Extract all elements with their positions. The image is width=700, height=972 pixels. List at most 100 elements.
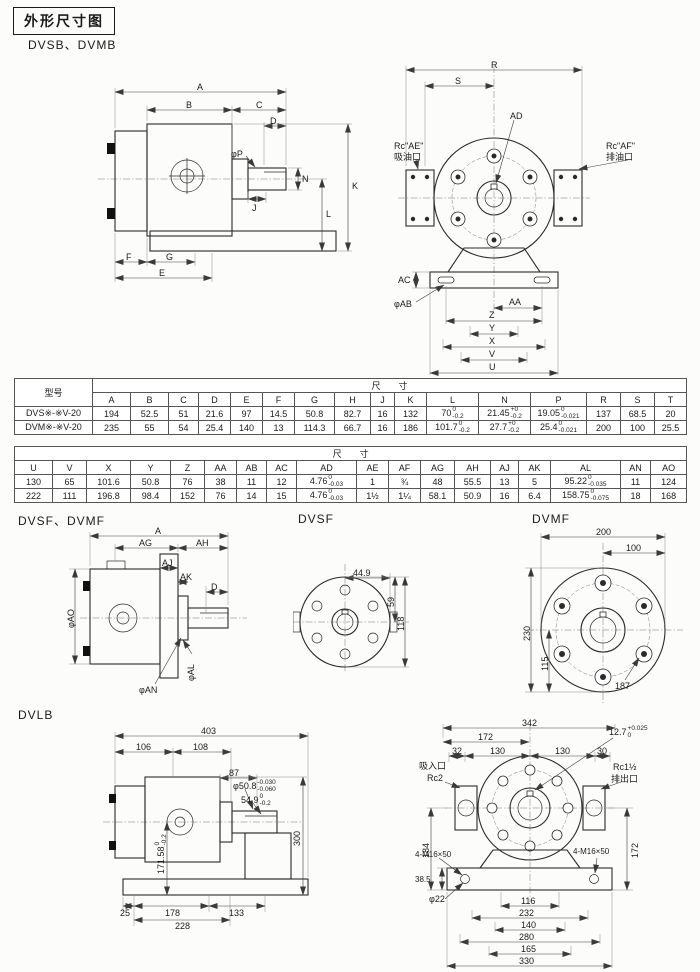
cell: 235 — [92, 420, 131, 435]
cell: 21.45+0-0.2 — [478, 406, 531, 421]
cell: 52.5 — [130, 406, 169, 421]
dim-label-an: φAN — [139, 685, 158, 695]
cell: 54 — [168, 420, 199, 435]
col-header: D — [198, 392, 231, 407]
col-header: AL — [550, 460, 621, 475]
cell: 11 — [620, 474, 651, 489]
section-heading-dvlb: DVLB — [18, 708, 54, 722]
cell: 200 — [586, 420, 621, 435]
size-header-cell: 尺 寸 — [91, 378, 688, 393]
suction-port-label: 吸入口 — [419, 761, 447, 771]
dim-label-59: 59 — [386, 596, 396, 607]
dim-label-aa: AA — [509, 297, 522, 307]
dim-label-x: X — [489, 336, 496, 346]
size-header-cell: 尺 寸 — [13, 446, 688, 461]
dim-label-130-right: 130 — [555, 746, 571, 756]
dim-label-f: F — [126, 252, 132, 262]
dim-label-25: 25 — [120, 908, 131, 918]
dim-label-foot-hole: φ22 — [429, 894, 445, 904]
col-header: Y — [130, 460, 171, 475]
dvsf-front-drawing — [293, 564, 409, 672]
cell: 66.7 — [334, 420, 371, 435]
col-header: S — [620, 392, 655, 407]
dim-label-230: 230 — [522, 625, 532, 641]
cell: 124 — [649, 474, 688, 489]
heading-dvsf: DVSF — [298, 512, 335, 526]
col-header: T — [653, 392, 688, 407]
dim-label-187: 187 — [615, 681, 631, 691]
cell: 50.8 — [294, 406, 335, 421]
col-header: E — [230, 392, 263, 407]
mounting-bolt-label-left: 4-M16×50 — [415, 850, 452, 859]
cell: 65 — [52, 474, 87, 489]
col-header: AK — [518, 460, 551, 475]
cell: 13 — [262, 420, 295, 435]
dim-label-ab: φAB — [394, 299, 412, 309]
dim-label-d: D — [211, 582, 218, 592]
col-header: AG — [420, 460, 455, 475]
dim-label-232: 232 — [519, 908, 535, 918]
col-header: N — [478, 392, 531, 407]
dvsb-side-view: A B C D φP N J K L F G E — [50, 66, 385, 371]
dimension-lines — [114, 732, 309, 926]
table-header-row: 型号 尺 寸 — [14, 378, 688, 407]
dim-label-k: K — [352, 181, 359, 191]
cell: 16 — [370, 420, 395, 435]
dim-label-b: B — [186, 100, 193, 110]
cell: 130 — [14, 474, 53, 489]
dvsb-front-view: R S AD Rc"AE" 吸油口 Rc"AF" 排油口 AC φAB AA Z… — [392, 58, 692, 376]
dim-label-y: Y — [489, 323, 496, 333]
model-header-cell: 型号 — [14, 378, 93, 407]
col-header: C — [168, 392, 199, 407]
dim-label-280: 280 — [519, 932, 535, 942]
cell: 58.1 — [420, 488, 455, 503]
dim-label-106: 106 — [136, 742, 152, 752]
cell: 97 — [230, 406, 263, 421]
dvsb-side-drawing — [98, 88, 352, 282]
col-header: B — [130, 392, 169, 407]
dvlb-side-drawing — [103, 732, 309, 926]
cell: 222 — [14, 488, 53, 503]
pump-body-outline — [83, 553, 229, 679]
cell: 11 — [236, 474, 267, 489]
dimension-lines — [69, 532, 229, 685]
discharge-port-thread-label: Rc1½ — [613, 762, 637, 772]
pump-body-outline — [109, 776, 309, 896]
cell: 1¼ — [388, 488, 421, 503]
cell: 114.3 — [294, 420, 335, 435]
dim-label-300: 300 — [292, 830, 302, 846]
col-header: U — [14, 460, 53, 475]
dim-label-115: 115 — [540, 656, 550, 671]
mounting-bolt-label-right: 4-M16×50 — [573, 847, 610, 856]
cell: 25.4 — [198, 420, 231, 435]
col-header: L — [426, 392, 479, 407]
col-header: AB — [236, 460, 267, 475]
cell: 132 — [394, 406, 427, 421]
col-header: AJ — [490, 460, 519, 475]
cell: 20 — [653, 406, 688, 421]
dim-label-100: 100 — [626, 543, 642, 553]
cell: 18 — [620, 488, 651, 503]
cell: 111 — [52, 488, 87, 503]
dim-label-j: J — [252, 203, 257, 213]
dim-label-d: D — [270, 116, 277, 126]
cell: 186 — [394, 420, 427, 435]
cell: 76 — [170, 474, 205, 489]
cell: 76 — [204, 488, 237, 503]
dim-label-v: V — [489, 349, 496, 359]
section-heading-dvsb-dvmb: DVSB、DVMB — [28, 38, 117, 52]
dim-label-403: 403 — [201, 726, 217, 736]
col-header: R — [586, 392, 621, 407]
col-header: AA — [204, 460, 237, 475]
col-header: H — [334, 392, 371, 407]
dim-label-330: 330 — [519, 956, 535, 966]
dim-label-30: 30 — [597, 746, 608, 756]
